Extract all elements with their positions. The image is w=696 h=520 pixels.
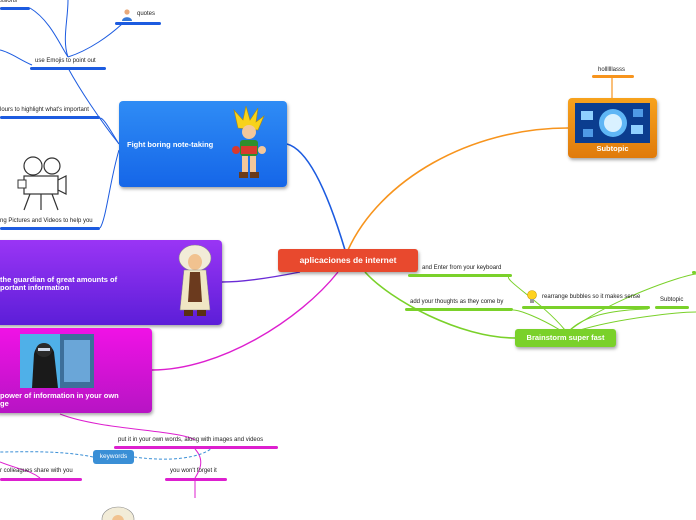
topic-subtopic-image[interactable]: Subtopic: [568, 98, 657, 158]
item-colleagues-share[interactable]: r colleagues share with you: [0, 468, 73, 474]
item-you-wont-forget-underline: [165, 478, 227, 481]
person-icon: [122, 8, 132, 21]
item-enter-underline: [408, 274, 512, 277]
item-quotes[interactable]: quotes: [137, 11, 156, 17]
technology-network-image: [575, 103, 650, 143]
topic-brainstorm-label: Brainstorm super fast: [526, 333, 605, 342]
topic-brainstorm-super-fast[interactable]: Brainstorm super fast: [515, 329, 616, 347]
topic-guardian-label-line2: portant information: [0, 283, 70, 292]
keywords-label: keywords: [99, 453, 128, 460]
item-quotes-underline: [115, 22, 161, 25]
item-put-in-own-words-underline: [114, 446, 278, 449]
item-add-thoughts-underline: [405, 308, 513, 311]
item-colours-underline: [0, 116, 100, 119]
item-subtopic-underline: [655, 306, 689, 309]
item-rearrange-underline: [522, 306, 650, 309]
item-add-thoughts[interactable]: add your thoughts as they come by: [410, 299, 504, 305]
item-hollllllasss-underline: [592, 75, 634, 78]
warrior-character-image: [232, 106, 266, 178]
lightbulb-icon: [527, 290, 537, 304]
sage-character-image-partial: [101, 506, 135, 520]
item-enter-from-keyboard[interactable]: and Enter from your keyboard: [422, 265, 502, 271]
item-pictures-videos[interactable]: ng Pictures and Videos to help you: [0, 218, 93, 224]
item-hollllllasss[interactable]: hollllllasss: [598, 67, 626, 73]
villain-cartoon-image: [20, 334, 94, 388]
topic-power-label-line1: power of information in your own: [0, 391, 119, 400]
video-camera-icon: [16, 156, 68, 217]
item-put-in-own-words[interactable]: put it in your own words, along with ima…: [118, 437, 264, 443]
central-topic[interactable]: aplicaciones de internet: [278, 249, 418, 272]
item-subtopic[interactable]: Subtopic: [660, 297, 684, 303]
item-colleagues-underline: [0, 478, 82, 481]
item-rearrange-bubbles[interactable]: rearrange bubbles so it makes sense: [542, 294, 641, 300]
item-ssions-underline: [0, 7, 30, 10]
item-use-emojis-underline: [30, 67, 106, 70]
keywords-tag[interactable]: keywords: [93, 450, 134, 464]
topic-power-label-line2: ge: [0, 399, 9, 408]
item-you-wont-forget[interactable]: you won't forget it: [170, 468, 217, 474]
topic-fight-label: Fight boring note-taking: [127, 140, 214, 149]
item-pictures-underline: [0, 227, 100, 230]
topic-guardian-label-line1: the guardian of great amounts of: [0, 275, 118, 284]
topic-subtopic-label: Subtopic: [596, 144, 629, 153]
item-ssions[interactable]: ssions: [0, 0, 18, 4]
offscreen-branch-underline: [692, 271, 696, 274]
central-topic-label: aplicaciones de internet: [299, 255, 397, 265]
item-colours-highlight[interactable]: lours to highlight what's important: [0, 107, 89, 113]
item-use-emojis[interactable]: use Emojis to point out: [35, 58, 96, 64]
old-sage-character-image: [178, 244, 212, 316]
